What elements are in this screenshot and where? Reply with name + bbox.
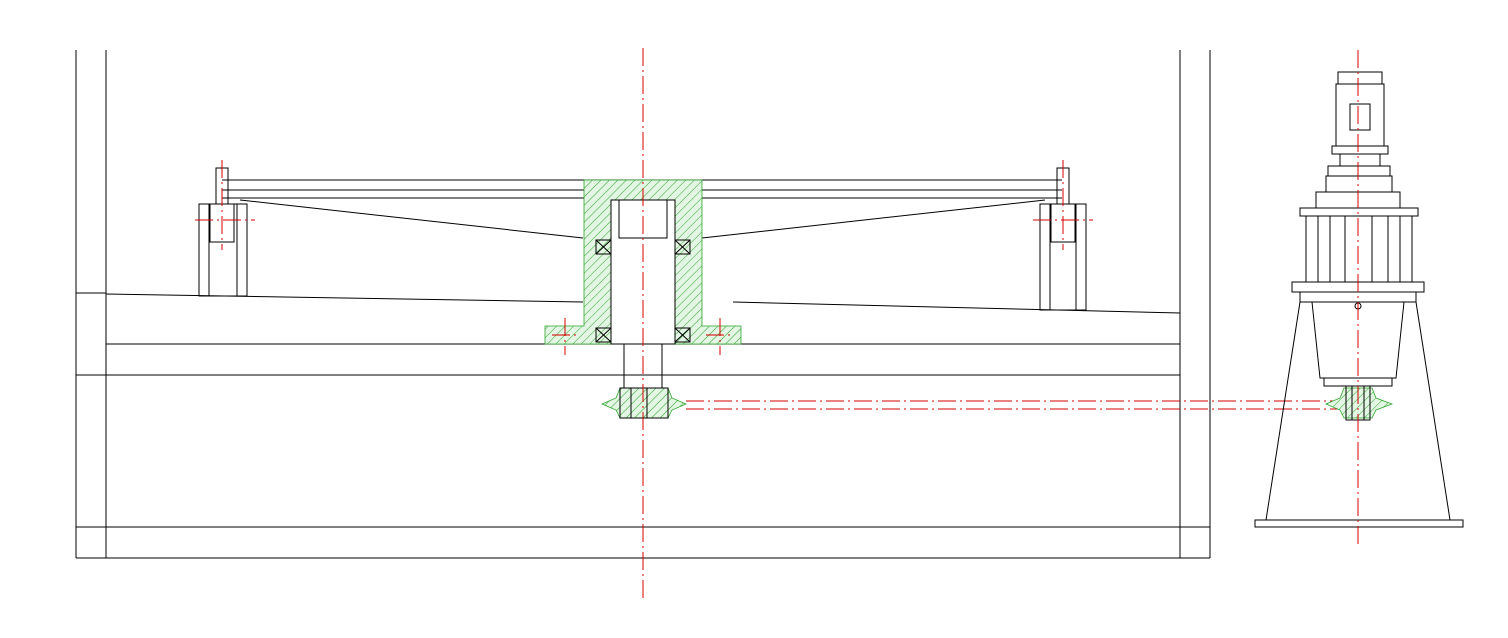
sloped-bottom [105, 293, 1181, 314]
chain-centerlines [686, 400, 1340, 410]
side-view [1254, 50, 1464, 545]
support-stand [1254, 301, 1464, 528]
side-sprocket [1324, 385, 1394, 421]
front-view [75, 48, 1211, 600]
left-support [195, 160, 255, 297]
right-support [1033, 160, 1093, 311]
central-hub-section [544, 179, 742, 355]
motor [1315, 71, 1401, 209]
sprocket [600, 387, 688, 419]
